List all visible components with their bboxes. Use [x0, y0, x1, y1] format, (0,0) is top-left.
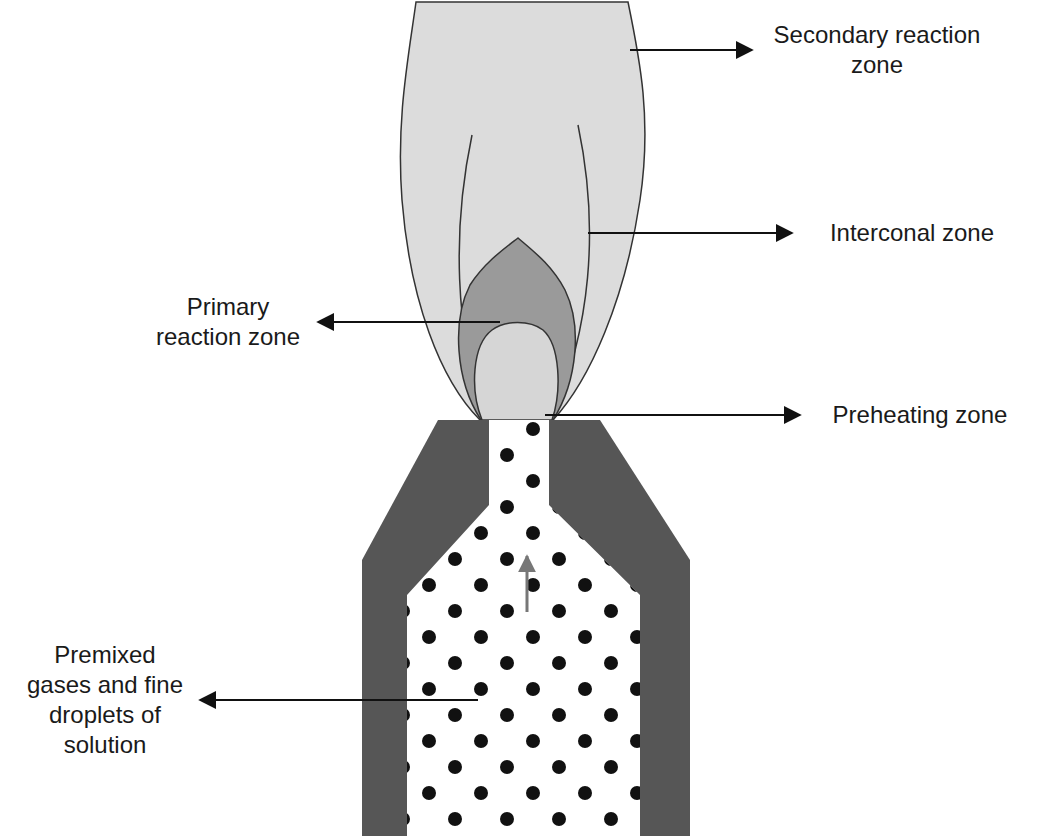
- burner-cavity: [407, 420, 640, 836]
- leader-arrow: [545, 414, 800, 416]
- zone-label: Interconal zone: [802, 218, 1022, 248]
- preheating-zone: [475, 323, 558, 421]
- zone-label: Primary reaction zone: [148, 292, 308, 352]
- zone-label: Preheating zone: [810, 400, 1030, 430]
- secondary-zone: [400, 2, 645, 420]
- leader-arrow: [630, 49, 752, 51]
- zone-label: Premixed gases and fine droplets of solu…: [20, 640, 190, 760]
- leader-arrow: [200, 699, 478, 701]
- primary-zone: [459, 238, 576, 420]
- leader-arrow: [318, 321, 500, 323]
- zone-label: Secondary reaction zone: [762, 20, 992, 80]
- burner-body: [362, 420, 690, 836]
- leader-arrow: [588, 232, 792, 234]
- flow-arrow: [526, 556, 529, 612]
- droplets: [407, 420, 640, 836]
